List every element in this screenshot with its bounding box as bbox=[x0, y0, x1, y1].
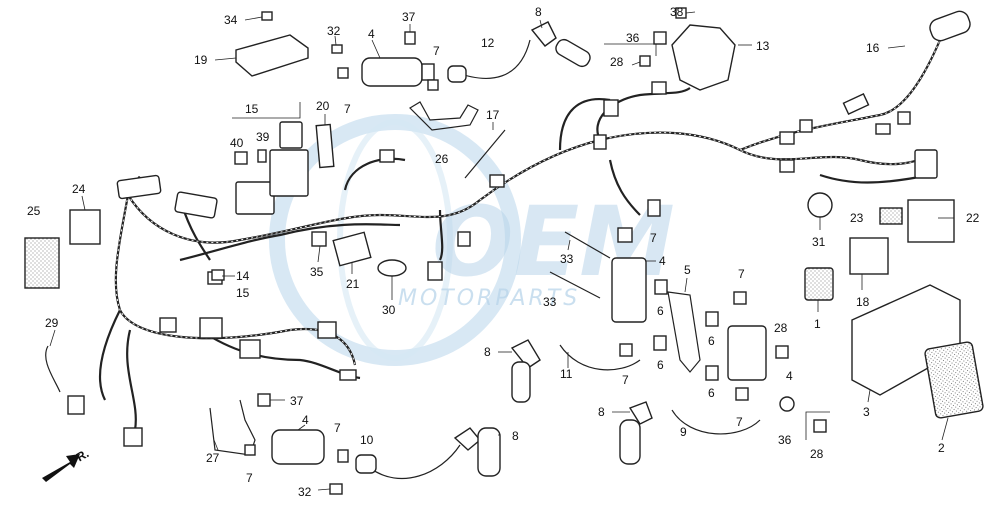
callout-6: 6 bbox=[708, 386, 715, 400]
callout-33: 33 bbox=[560, 252, 574, 266]
callout-8: 8 bbox=[535, 5, 542, 19]
callout-5: 5 bbox=[684, 263, 691, 277]
callout-7: 7 bbox=[736, 415, 743, 429]
callout-10: 10 bbox=[360, 433, 374, 447]
callout-7: 7 bbox=[246, 471, 253, 485]
callout-7: 7 bbox=[738, 267, 745, 281]
callout-19: 19 bbox=[194, 53, 208, 67]
main-wire-harness bbox=[98, 39, 942, 431]
callout-7: 7 bbox=[650, 231, 657, 245]
callout-4: 4 bbox=[302, 413, 309, 427]
callout-37: 37 bbox=[290, 394, 304, 408]
callout-33: 33 bbox=[543, 295, 557, 309]
callout-7: 7 bbox=[344, 102, 351, 116]
callout-39: 39 bbox=[256, 130, 270, 144]
callout-13: 13 bbox=[756, 39, 770, 53]
callout-4: 4 bbox=[786, 369, 793, 383]
callout-38: 38 bbox=[670, 5, 684, 19]
callout-15: 15 bbox=[236, 286, 250, 300]
callout-6: 6 bbox=[657, 304, 664, 318]
callout-17: 17 bbox=[486, 108, 500, 122]
callout-2: 2 bbox=[938, 441, 945, 455]
callout-15: 15 bbox=[245, 102, 259, 116]
callout-22: 22 bbox=[966, 211, 980, 225]
callout-36: 36 bbox=[778, 433, 792, 447]
callout-37: 37 bbox=[402, 10, 416, 24]
callout-29: 29 bbox=[45, 316, 59, 330]
components bbox=[24, 7, 984, 495]
callout-20: 20 bbox=[316, 99, 330, 113]
watermark-subtitle: MOTORPARTS bbox=[398, 286, 580, 311]
front-direction-arrow bbox=[42, 454, 80, 482]
callout-27: 27 bbox=[206, 451, 220, 465]
callout-28: 28 bbox=[774, 321, 788, 335]
harness-connectors bbox=[67, 81, 938, 447]
callout-8: 8 bbox=[598, 405, 605, 419]
callout-36: 36 bbox=[626, 31, 640, 45]
callout-7: 7 bbox=[433, 44, 440, 58]
callout-6: 6 bbox=[708, 334, 715, 348]
callout-30: 30 bbox=[382, 303, 396, 317]
callout-8: 8 bbox=[512, 429, 519, 443]
callout-14: 14 bbox=[236, 269, 250, 283]
callout-1: 1 bbox=[814, 317, 821, 331]
callout-labels: 34 19 32 4 37 7 7 12 8 38 36 28 13 16 15… bbox=[27, 5, 980, 499]
callout-31: 31 bbox=[812, 235, 826, 249]
callout-21: 21 bbox=[346, 277, 360, 291]
callout-32: 32 bbox=[298, 485, 312, 499]
callout-4: 4 bbox=[659, 254, 666, 268]
callout-35: 35 bbox=[310, 265, 324, 279]
callout-9: 9 bbox=[680, 425, 687, 439]
callout-3: 3 bbox=[863, 405, 870, 419]
callout-24: 24 bbox=[72, 182, 86, 196]
callout-25: 25 bbox=[27, 204, 41, 218]
callout-28: 28 bbox=[810, 447, 824, 461]
callout-34: 34 bbox=[224, 13, 238, 27]
callout-26: 26 bbox=[435, 152, 449, 166]
callout-28: 28 bbox=[610, 55, 624, 69]
callout-16: 16 bbox=[866, 41, 880, 55]
callout-4: 4 bbox=[368, 27, 375, 41]
callout-18: 18 bbox=[856, 295, 870, 309]
callout-7: 7 bbox=[334, 421, 341, 435]
callout-32: 32 bbox=[327, 24, 341, 38]
callout-8: 8 bbox=[484, 345, 491, 359]
callout-6: 6 bbox=[657, 358, 664, 372]
callout-12: 12 bbox=[481, 36, 495, 50]
leader-lines bbox=[49, 11, 954, 491]
callout-23: 23 bbox=[850, 211, 864, 225]
callout-7: 7 bbox=[622, 373, 629, 387]
callout-40: 40 bbox=[230, 136, 244, 150]
callout-11: 11 bbox=[560, 367, 573, 381]
